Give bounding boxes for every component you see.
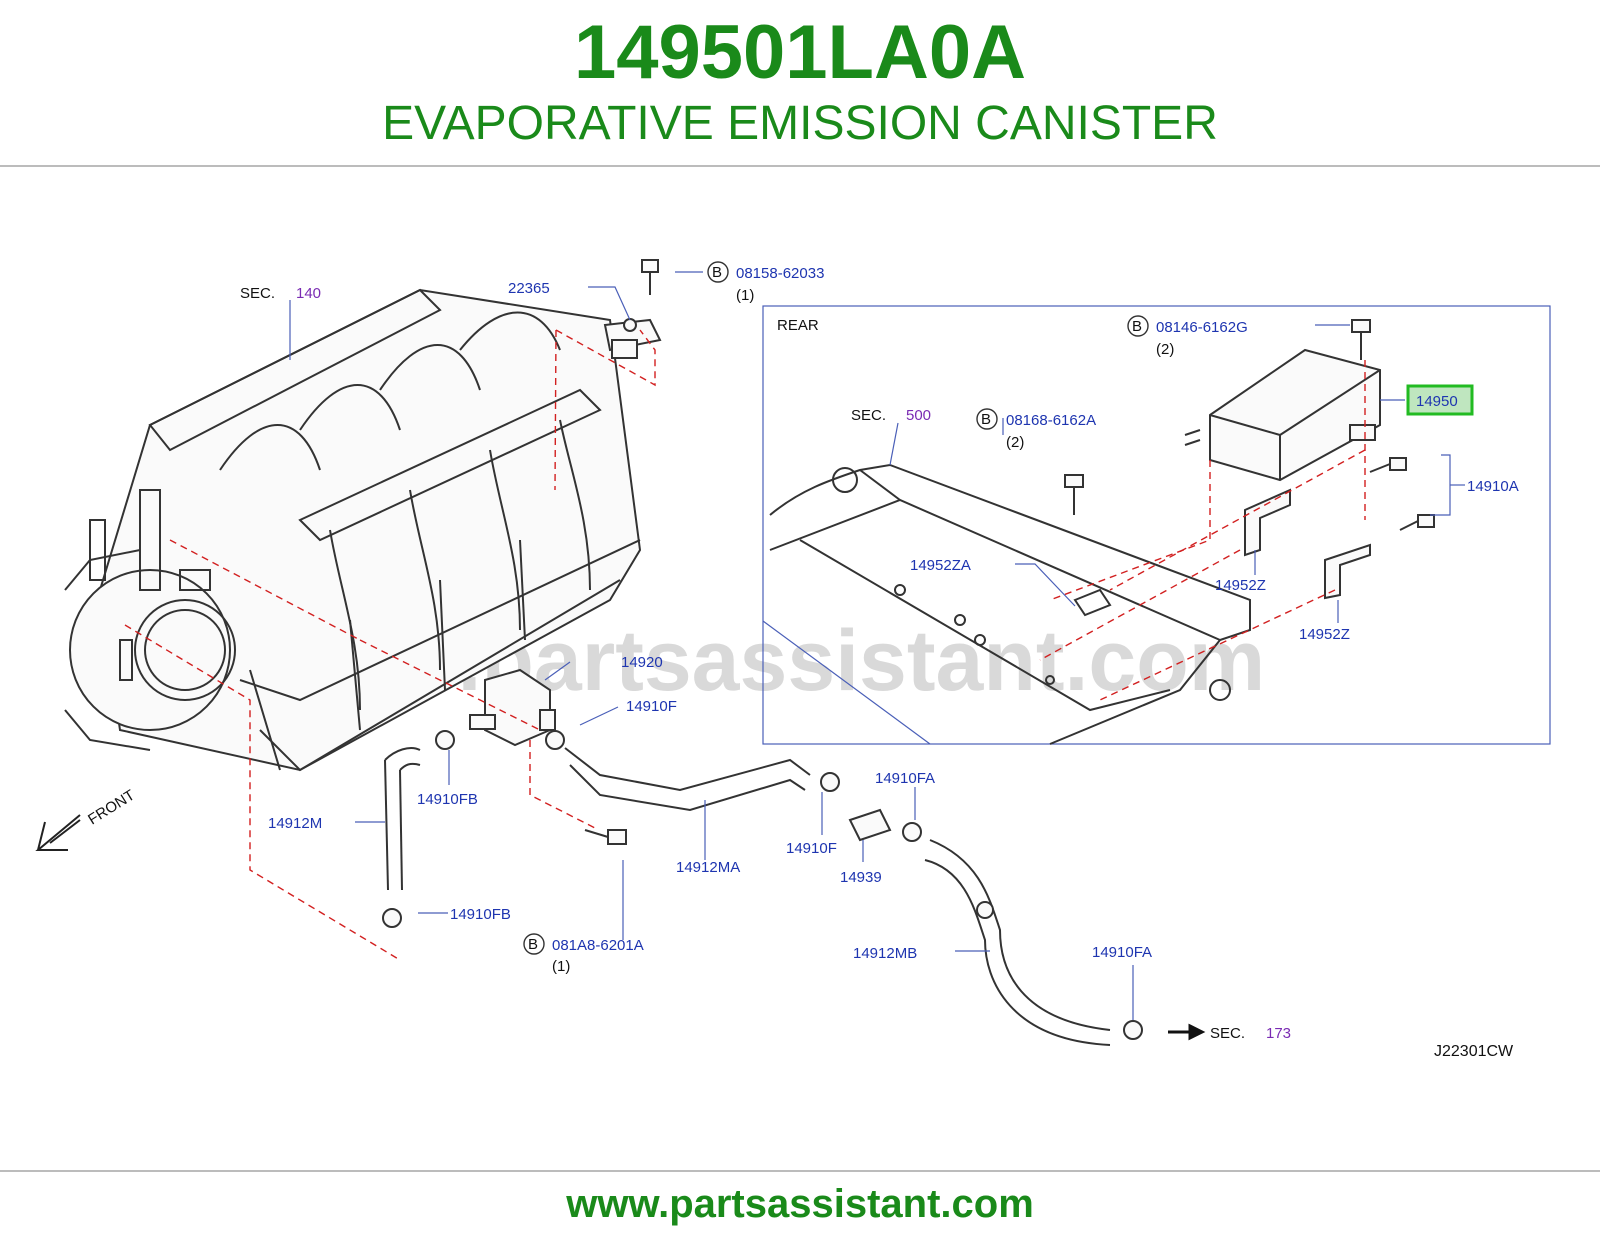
- bolt-marker-letter-4: B: [528, 936, 538, 953]
- part-label-14910FB-2[interactable]: 14910FB: [450, 906, 511, 923]
- parts-diagram: www.partsassistant.com: [35, 259, 1551, 1060]
- front-label: FRONT: [85, 787, 138, 829]
- footer-website-link[interactable]: www.partsassistant.com: [566, 1182, 1034, 1226]
- intake-manifold-drawing: [64, 288, 642, 772]
- bolt-08146-drawing: [1351, 319, 1371, 360]
- hose-14912MA-drawing: [564, 747, 811, 812]
- page-header: 149501LA0A EVAPORATIVE EMISSION CANISTER: [0, 0, 1600, 170]
- sec-label-140: SEC.: [240, 285, 275, 302]
- sec-number-173: 173: [1266, 1025, 1291, 1042]
- rear-inset-frame: [762, 305, 1551, 745]
- bolt-marker-08168: [976, 408, 998, 430]
- bolt-qty-08168-6162A: (2): [1006, 434, 1024, 451]
- bolt-08158-drawing: [641, 259, 659, 295]
- part-label-14920[interactable]: 14920: [621, 654, 663, 671]
- footer-divider: [0, 1170, 1600, 1172]
- header-divider: [0, 165, 1600, 167]
- part-label-22365[interactable]: 22365: [508, 280, 550, 297]
- part-label-14939[interactable]: 14939: [840, 869, 882, 886]
- bolt-marker-letter-3: B: [981, 411, 991, 428]
- sec-label-173: SEC.: [1210, 1025, 1245, 1042]
- bolt-label-08146-6162G[interactable]: 08146-6162G: [1156, 319, 1248, 336]
- bolt-marker-letter-2: B: [1132, 318, 1142, 335]
- hose-14912M-drawing: [384, 747, 421, 891]
- part-label-14910FB-1[interactable]: 14910FB: [417, 791, 478, 808]
- part-label-14910FA-1[interactable]: 14910FA: [875, 770, 935, 787]
- hose-14912MB-drawing: [924, 839, 1111, 1046]
- part-number-title: 149501LA0A: [573, 10, 1027, 95]
- bolt-081A8-drawing: [584, 829, 627, 845]
- part-label-14912M[interactable]: 14912M: [268, 815, 322, 832]
- highlight-14950-box: [1406, 384, 1474, 416]
- bolt-label-08158-62033[interactable]: 08158-62033: [736, 265, 824, 282]
- part-label-14952ZA[interactable]: 14952ZA: [910, 557, 971, 574]
- sec-number-500: 500: [906, 407, 931, 424]
- chassis-crossmember-drawing: [769, 463, 1251, 745]
- part-label-14912MA[interactable]: 14912MA: [676, 859, 740, 876]
- bolt-markers: [523, 261, 1149, 955]
- bolt-marker-08158: [707, 261, 729, 283]
- sec-label-500: SEC.: [851, 407, 886, 424]
- part-label-14910F-1[interactable]: 14910F: [626, 698, 677, 715]
- part-label-14910FA-2[interactable]: 14910FA: [1092, 944, 1152, 961]
- part-name-subtitle: EVAPORATIVE EMISSION CANISTER: [382, 97, 1218, 150]
- bolt-qty-08146-6162G: (2): [1156, 341, 1174, 358]
- brackets-14952Z-drawing: [1244, 488, 1371, 600]
- part-label-14910F-2[interactable]: 14910F: [786, 840, 837, 857]
- sec-173-arrow: [1168, 1023, 1206, 1041]
- bolt-label-08168-6162A[interactable]: 08168-6162A: [1006, 412, 1096, 429]
- part-label-14912MB[interactable]: 14912MB: [853, 945, 917, 962]
- assembly-guide-lines: [124, 329, 1366, 961]
- sec-number-140: 140: [296, 285, 321, 302]
- bolt-08168-drawing: [1064, 474, 1084, 515]
- bolt-marker-08146: [1127, 315, 1149, 337]
- hose-clamps-drawing: [382, 730, 1143, 1040]
- canister-14950-drawing: [1184, 348, 1381, 482]
- bolt-qty-081A8-6201A: (1): [552, 958, 570, 975]
- connector-14939-drawing: [848, 808, 892, 842]
- bolts-14910A-drawing: [1369, 457, 1435, 531]
- bolt-marker-letter-1: B: [712, 264, 722, 281]
- part-label-14950[interactable]: 14950: [1416, 393, 1458, 410]
- bolt-label-081A8-6201A[interactable]: 081A8-6201A: [552, 937, 644, 954]
- front-direction-arrow: [35, 814, 81, 851]
- leader-lines: [289, 271, 1465, 1020]
- part-label-14910A[interactable]: 14910A: [1467, 478, 1519, 495]
- rear-label: REAR: [777, 317, 819, 334]
- part-label-14952Z-2[interactable]: 14952Z: [1299, 626, 1350, 643]
- diagram-code: J22301CW: [1434, 1043, 1514, 1060]
- bolt-marker-081A8: [523, 933, 545, 955]
- part-label-14952Z-1[interactable]: 14952Z: [1215, 577, 1266, 594]
- sensor-22365-drawing: [603, 318, 662, 359]
- bolt-qty-08158-62033: (1): [736, 287, 754, 304]
